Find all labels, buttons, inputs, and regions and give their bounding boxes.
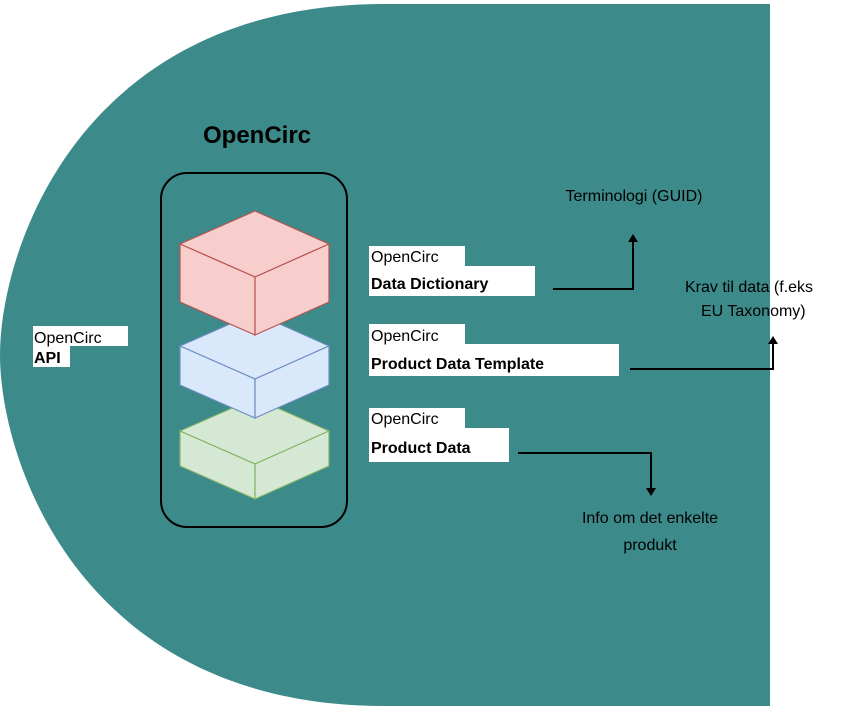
product-data-label-line1: OpenCirc (371, 411, 439, 428)
data-dictionary-cube (178, 210, 331, 336)
edge-template-requirements (630, 336, 778, 370)
product-data-label-line2: Product Data (371, 440, 471, 457)
edge-product-data-info (518, 452, 656, 496)
product-data-template-cube (178, 312, 331, 419)
product-data-template-label-line2: Product Data Template (371, 356, 544, 373)
requirements-annotation-line2: EU Taxonomy) (701, 303, 806, 320)
data-dictionary-label-line2: Data Dictionary (371, 276, 488, 293)
data-dictionary-label-line1: OpenCirc (371, 249, 439, 266)
product-data-cube (178, 397, 331, 500)
requirements-annotation-line1: Krav til data (f.eks (685, 279, 813, 296)
product-info-annotation-line2: produkt (623, 537, 677, 554)
opencirc-container (160, 172, 348, 528)
diagram-title: OpenCirc (203, 122, 311, 149)
product-data-template-label-line1: OpenCirc (371, 328, 439, 345)
api-label-line1: OpenCirc (34, 330, 102, 347)
terminology-annotation: Terminologi (GUID) (566, 188, 703, 205)
api-label-line2: API (34, 350, 61, 367)
edge-data-dictionary-terminology (553, 234, 638, 290)
product-info-annotation-line1: Info om det enkelte (582, 510, 718, 527)
